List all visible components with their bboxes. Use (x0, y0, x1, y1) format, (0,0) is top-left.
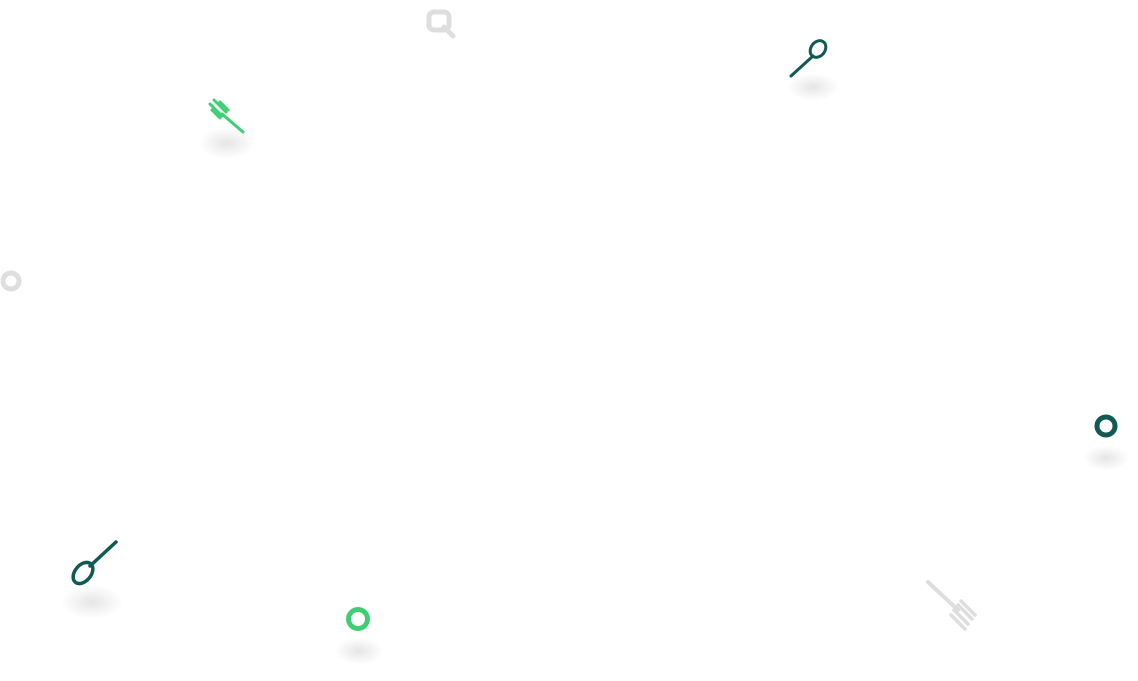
fork-icon (206, 96, 248, 136)
fork-icon (924, 578, 982, 634)
fork-shadow (200, 128, 254, 158)
ring-icon (344, 605, 372, 633)
magnifier-icon (425, 8, 459, 40)
spoon-icon (68, 538, 122, 590)
ring-icon (1093, 413, 1119, 439)
ring-icon (0, 269, 24, 293)
spoon-shadow (788, 74, 838, 100)
spoon-icon (786, 38, 830, 80)
spoon-shadow (62, 586, 122, 618)
ring-shadow (336, 638, 382, 664)
ring-shadow (1084, 446, 1128, 470)
